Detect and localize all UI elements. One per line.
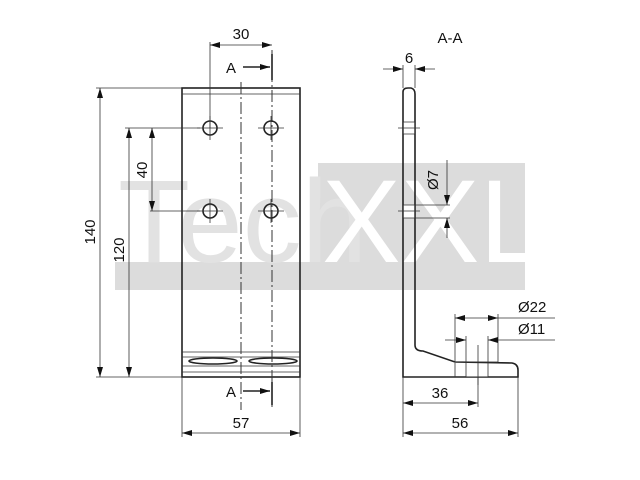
dim-30: 30 bbox=[233, 26, 250, 43]
watermark: Tech XXL bbox=[115, 156, 545, 290]
dim-36: 36 bbox=[432, 385, 449, 402]
dim-56: 56 bbox=[452, 415, 469, 432]
dim-57: 57 bbox=[233, 415, 250, 432]
dim-40: 40 bbox=[134, 162, 151, 179]
section-view: A-A 6 Ø7 Ø22 Ø11 36 bbox=[383, 30, 555, 437]
section-mark-top: A bbox=[226, 60, 236, 77]
dim-140: 140 bbox=[82, 219, 99, 244]
slot-left bbox=[188, 357, 238, 365]
dim-dia-7: Ø7 bbox=[425, 170, 442, 190]
bracket-section bbox=[402, 87, 519, 378]
section-title: A-A bbox=[437, 30, 462, 47]
watermark-left-text: Tech bbox=[118, 156, 367, 288]
dim-6: 6 bbox=[405, 50, 413, 67]
slot-right bbox=[248, 357, 298, 365]
watermark-box bbox=[318, 163, 525, 290]
section-mark-bottom: A bbox=[226, 384, 236, 401]
watermark-right-text: XXL bbox=[322, 156, 545, 288]
dim-dia-22: Ø22 bbox=[518, 299, 546, 316]
front-view: A A 30 140 120 40 57 bbox=[82, 26, 301, 437]
dim-dia-11: Ø11 bbox=[518, 321, 545, 338]
dim-120: 120 bbox=[111, 237, 128, 262]
watermark-bar bbox=[115, 262, 318, 290]
